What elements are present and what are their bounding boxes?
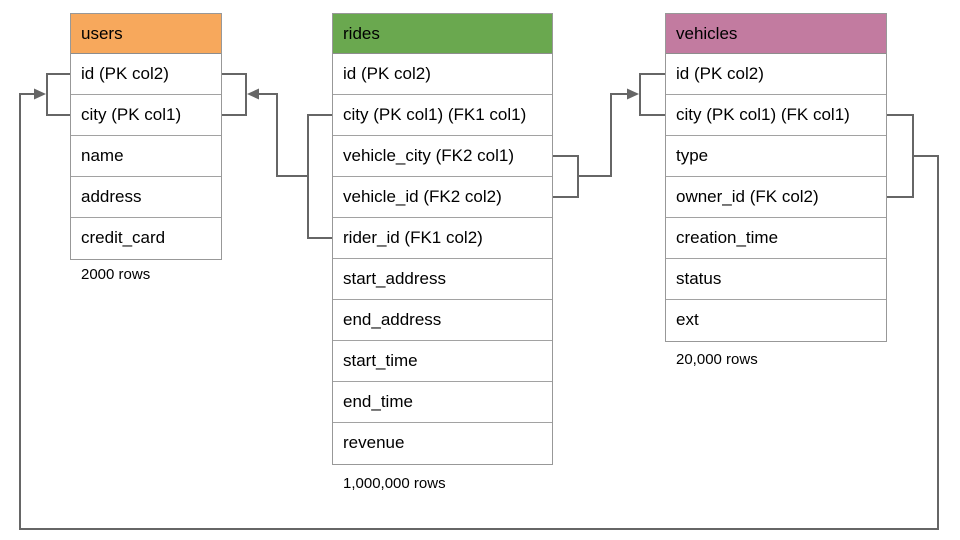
fk2-arrow-icon — [627, 88, 639, 100]
fk1-connector-rides-to-users — [222, 73, 332, 239]
owner-fk-path — [19, 93, 939, 530]
table-rides: rides id (PK col2)city (PK col1) (FK1 co… — [332, 13, 553, 465]
vehicles-column: creation_time — [666, 218, 886, 259]
rides-column: id (PK col2) — [333, 54, 552, 95]
table-vehicles-header: vehicles — [666, 14, 886, 54]
users-column: name — [71, 136, 221, 177]
users-right-bracket — [222, 73, 247, 116]
users-left-bracket — [46, 73, 70, 116]
vehicles-column: type — [666, 136, 886, 177]
rides-column: revenue — [333, 423, 552, 464]
users-row-count: 2000 rows — [81, 266, 151, 283]
vehicles-column: id (PK col2) — [666, 54, 886, 95]
rides-left-bracket — [307, 114, 332, 239]
owner-fk-connector-vehicles-to-users — [19, 73, 939, 530]
fk1-arrow-icon — [247, 88, 259, 100]
fk2-path — [578, 93, 628, 177]
rides-row-count: 1,000,000 rows — [343, 475, 446, 492]
users-column: credit_card — [71, 218, 221, 259]
table-vehicles: vehicles id (PK col2)city (PK col1) (FK … — [665, 13, 887, 342]
fk2-connector-rides-to-vehicles — [553, 73, 665, 198]
rides-column: city (PK col1) (FK1 col1) — [333, 95, 552, 136]
fk1-path — [259, 93, 308, 177]
table-rides-rows: id (PK col2)city (PK col1) (FK1 col1)veh… — [333, 54, 552, 464]
table-users-header: users — [71, 14, 221, 54]
rides-column: vehicle_id (FK2 col2) — [333, 177, 552, 218]
users-column: city (PK col1) — [71, 95, 221, 136]
rides-column: end_time — [333, 382, 552, 423]
users-column: address — [71, 177, 221, 218]
rides-right-bracket — [553, 155, 579, 198]
table-rides-header: rides — [333, 14, 552, 54]
table-vehicles-rows: id (PK col2)city (PK col1) (FK col1)type… — [666, 54, 886, 341]
vehicles-column: status — [666, 259, 886, 300]
vehicles-left-bracket — [639, 73, 665, 116]
rides-column: rider_id (FK1 col2) — [333, 218, 552, 259]
vehicles-row-count: 20,000 rows — [676, 351, 758, 368]
rides-column: vehicle_city (FK2 col1) — [333, 136, 552, 177]
vehicles-right-bracket — [887, 114, 914, 198]
rides-column: end_address — [333, 300, 552, 341]
vehicles-column: ext — [666, 300, 886, 341]
rides-column: start_address — [333, 259, 552, 300]
vehicles-column: city (PK col1) (FK col1) — [666, 95, 886, 136]
vehicles-column: owner_id (FK col2) — [666, 177, 886, 218]
owner-fk-arrow-icon — [34, 88, 46, 100]
rides-column: start_time — [333, 341, 552, 382]
users-column: id (PK col2) — [71, 54, 221, 95]
